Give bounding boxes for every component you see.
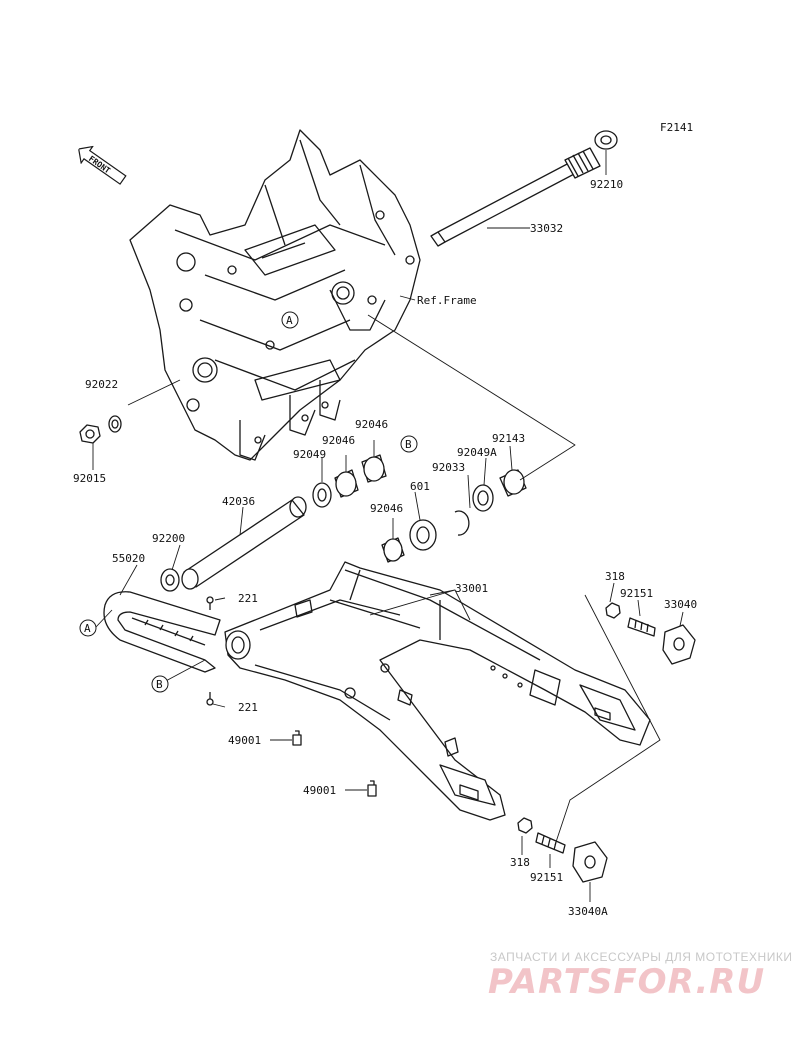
pivot-shaft-drawing [430,130,618,247]
part-number-49001-left: 49001 [228,734,261,747]
part-number-92151-upper: 92151 [620,587,653,600]
leader-lines [92,150,684,902]
part-number-92143: 92143 [492,432,525,445]
bearings-drawing [312,454,527,563]
callout-circles [79,311,418,693]
part-number-49001-bottom: 49001 [303,784,336,797]
swingarm-drawing [224,561,651,821]
part-number-318-upper: 318 [605,570,625,583]
nut-washer-drawing [79,415,122,444]
part-number-33001: 33001 [455,582,488,595]
callout-b-guide: B [156,678,163,691]
part-number-92200: 92200 [152,532,185,545]
part-number-92049: 92049 [293,448,326,461]
part-number-221-lower: 221 [238,701,258,714]
part-number-33032: 33032 [530,222,563,235]
callout-a-frame: A [286,314,293,327]
part-number-92015: 92015 [73,472,106,485]
watermark-logo: PARTSFOR.RU [488,962,766,1002]
front-direction-arrow: FRONT [77,145,127,185]
grease-fittings-drawing [292,730,377,797]
part-number-318-lower: 318 [510,856,530,869]
sleeve-drawing [160,496,307,592]
part-number-92046-mid: 92046 [322,434,355,447]
ref-frame-label: Ref.Frame [417,294,477,307]
part-number-55020: 55020 [112,552,145,565]
watermark-tagline: ЗАПЧАСТИ И АКСЕССУАРЫ ДЛЯ МОТОТЕХНИКИ [490,950,793,964]
callout-b-bearing: B [405,438,412,451]
chain-guide-drawing [103,591,221,706]
part-number-221-upper: 221 [238,592,258,605]
callout-a-guide: A [84,622,91,635]
part-number-601: 601 [410,480,430,493]
part-number-92022: 92022 [85,378,118,391]
part-number-92046-top: 92046 [355,418,388,431]
part-number-42036: 42036 [222,495,255,508]
figure-code: F2141 [660,121,693,134]
part-number-33040A: 33040A [568,905,608,918]
frame-drawing [129,129,421,461]
part-number-92151-lower: 92151 [530,871,563,884]
part-number-92046-low: 92046 [370,502,403,515]
part-number-92210: 92210 [590,178,623,191]
part-number-92033: 92033 [432,461,465,474]
part-number-92049A: 92049A [457,446,497,459]
part-number-33040: 33040 [664,598,697,611]
adjusters-drawing [517,602,696,883]
